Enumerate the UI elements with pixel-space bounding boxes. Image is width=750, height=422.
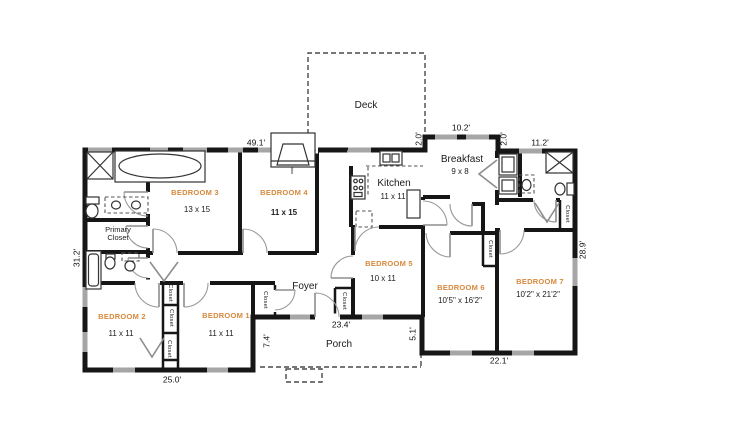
refrigerator-fixture — [498, 153, 518, 195]
double-vanity-fixture — [104, 196, 149, 214]
room-label-bedroom-3: BEDROOM 3 — [171, 188, 219, 198]
room-dims-breakfast: 9 x 8 — [451, 166, 469, 176]
closet-label-1: Closet — [167, 284, 174, 302]
shower-fixture-2 — [545, 151, 574, 174]
toilet-fixture — [85, 196, 100, 219]
room-label-bedroom-6: BEDROOM 6 — [437, 283, 485, 293]
bathtub-fixture-2 — [85, 250, 102, 290]
porch-outline — [260, 353, 422, 383]
shower-fixture — [86, 151, 114, 180]
room-label-breakfast: Breakfast — [440, 153, 484, 165]
toilet-fixture-3 — [554, 182, 575, 196]
room-label-bedroom-4: BEDROOM 4 — [260, 188, 308, 198]
dim-porch-top-width: 23.4' — [331, 319, 351, 330]
room-label-bedroom-2: BEDROOM 2 — [98, 312, 146, 322]
room-label-bedroom-5: BEDROOM 5 — [365, 259, 413, 269]
stove-fixture — [350, 175, 366, 200]
closet-label-5: Closet — [341, 292, 348, 310]
bathtub-fixture — [114, 150, 206, 183]
room-dims-bedroom-1: 11 x 11 — [208, 328, 234, 338]
bed-icon — [270, 132, 316, 168]
closet-label-7: Closet — [564, 205, 571, 223]
room-dims-kitchen: 11 x 11 — [380, 191, 406, 201]
dim-right-height: 28.9' — [577, 240, 588, 260]
room-dims-bedroom-5: 10 x 11 — [370, 273, 396, 283]
dim-breakfast-top: 10.2' — [451, 122, 471, 133]
closet-label-6: Closet — [487, 240, 494, 258]
room-label-kitchen: Kitchen — [377, 177, 411, 189]
room-dims-bedroom-2: 11 x 11 — [108, 328, 134, 338]
kitchen-counter — [355, 165, 423, 228]
room-label-bedroom-1: BEDROOM 1 — [202, 311, 250, 321]
windows — [82, 134, 578, 373]
kitchen-sink-fixture — [379, 150, 403, 166]
dim-porch-right-height: 5.1' — [407, 327, 418, 341]
dim-left-height: 31.2' — [71, 248, 82, 268]
closet-label-4: Closet — [262, 291, 269, 309]
deck-outline — [307, 52, 426, 150]
dim-deck-side-left: 2.0' — [413, 132, 424, 146]
room-dims-bedroom-3: 13 x 15 — [183, 204, 211, 214]
dim-bottom-right-width: 22.1' — [489, 355, 509, 366]
room-dims-bedroom-4: 11 x 15 — [270, 207, 298, 217]
room-label-porch: Porch — [325, 338, 353, 350]
dim-porch-left-height: 7.4' — [261, 334, 272, 348]
dim-deck-side-right: 2.0' — [498, 132, 509, 146]
room-label-primary-closet: Primary Closet — [105, 225, 131, 242]
closet-label-2: Closet — [168, 309, 175, 327]
room-dims-bedroom-6: 10'5" x 16'2" — [438, 295, 482, 305]
room-label-bedroom-7: BEDROOM 7 — [516, 277, 564, 287]
room-label-foyer: Foyer — [292, 280, 318, 292]
closet-label-3: Closet — [166, 340, 173, 358]
toilet-fixture-2 — [121, 252, 140, 272]
room-label-deck: Deck — [354, 99, 378, 111]
room-dims-bedroom-7: 10'2" x 21'2" — [516, 289, 560, 299]
dim-top-left-width: 49.1' — [246, 137, 266, 148]
sink-fixture-3 — [518, 174, 535, 194]
sink-fixture-2 — [104, 253, 116, 270]
exterior-walls — [82, 134, 578, 373]
door-swings — [123, 149, 560, 359]
dim-bottom-left-width: 25.0' — [162, 374, 182, 385]
dim-bath-top-width: 11.2' — [531, 137, 549, 148]
